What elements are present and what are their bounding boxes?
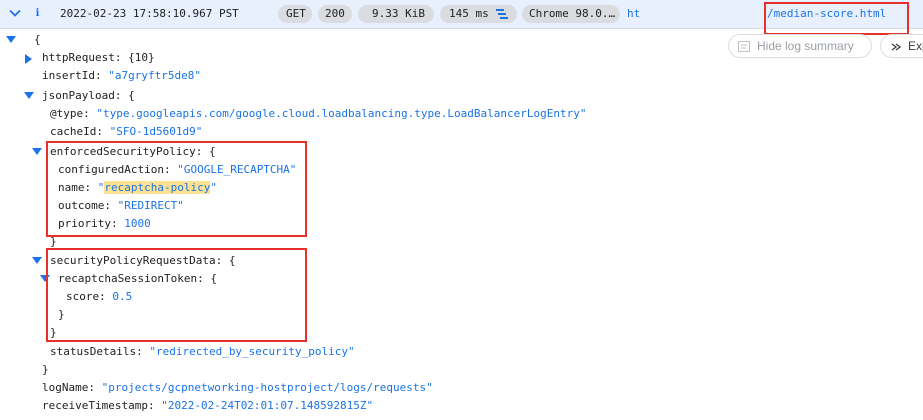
collapse-arrow-icon[interactable] (6, 36, 16, 44)
securityPolicyRequestData-close: } (50, 326, 57, 339)
request-path[interactable]: /median-score.html (767, 7, 887, 20)
method-label: GET (286, 7, 306, 20)
field-cacheId: cacheId: "SFO-1d5601d9" (50, 125, 203, 138)
field-jsonPayload[interactable]: jsonPayload: { (42, 89, 135, 102)
chevron-down-icon[interactable] (8, 6, 22, 20)
status-chip[interactable]: 200 (318, 5, 352, 23)
highlighted-policy-name: recaptcha-policy (104, 181, 211, 194)
expand-label: Exp (908, 39, 923, 53)
method-chip[interactable]: GET (278, 5, 312, 23)
field-statusDetails: statusDetails: "redirected_by_security_p… (50, 345, 355, 358)
log-entry-header-row[interactable]: i 2022-02-23 17:58:10.967 PST GET 200 9.… (0, 0, 923, 35)
log-timestamp: 2022-02-23 17:58:10.967 PST (60, 7, 239, 20)
field-name: name: "recaptcha-policy" (58, 181, 217, 194)
field-outcome: outcome: "REDIRECT" (58, 199, 184, 212)
json-root-open: { (34, 33, 41, 46)
info-severity-icon: i (35, 8, 40, 19)
response-size-label: 9.33 KiB (372, 7, 425, 20)
field-logName: logName: "projects/gcpnetworking-hostpro… (42, 381, 433, 394)
field-securityPolicyRequestData[interactable]: securityPolicyRequestData: { (50, 254, 236, 267)
hide-log-summary-button[interactable]: Hide log summary (728, 34, 872, 58)
jsonPayload-close: } (42, 363, 49, 376)
expand-icon (891, 43, 902, 51)
field-receiveTimestamp: receiveTimestamp: "2022-02-24T02:01:07.1… (42, 399, 374, 412)
latency-chip[interactable]: 145 ms (440, 5, 517, 23)
request-url-prefix[interactable]: ht (627, 7, 641, 20)
collapse-arrow-icon[interactable] (24, 92, 34, 100)
field-enforcedSecurityPolicy[interactable]: enforcedSecurityPolicy: { (50, 145, 216, 158)
field-insertId: insertId: "a7gryftr5de8" (42, 69, 201, 82)
user-agent-chip[interactable]: Chrome 98.0.… (522, 5, 620, 23)
field-priority: priority: 1000 (58, 217, 151, 230)
summary-icon (738, 41, 750, 52)
security-policy-highlight-box (46, 141, 307, 237)
response-size-chip[interactable]: 9.33 KiB (358, 5, 434, 23)
field-score: score: 0.5 (66, 290, 133, 303)
field-recaptchaSessionToken[interactable]: recaptchaSessionToken: { (58, 272, 217, 285)
collapse-arrow-icon[interactable] (32, 257, 42, 265)
expand-arrow-icon[interactable] (25, 54, 33, 64)
field-httpRequest[interactable]: httpRequest: {10} (42, 51, 155, 64)
request-data-highlight-box (46, 248, 307, 342)
hide-log-summary-label: Hide log summary (757, 39, 854, 53)
collapse-arrow-icon[interactable] (32, 148, 42, 156)
user-agent-label: Chrome 98.0.… (529, 7, 616, 20)
path-highlight-box (764, 2, 909, 35)
waterfall-icon (496, 9, 508, 19)
latency-label: 145 ms (449, 7, 489, 20)
field-configuredAction: configuredAction: "GOOGLE_RECAPTCHA" (58, 163, 297, 176)
status-label: 200 (325, 7, 345, 20)
expand-nested-fields-button[interactable]: Exp (880, 34, 923, 58)
field-type: @type: "type.googleapis.com/google.cloud… (50, 107, 587, 120)
recaptchaSessionToken-close: } (58, 308, 65, 321)
enforcedSecurityPolicy-close: } (50, 235, 57, 248)
